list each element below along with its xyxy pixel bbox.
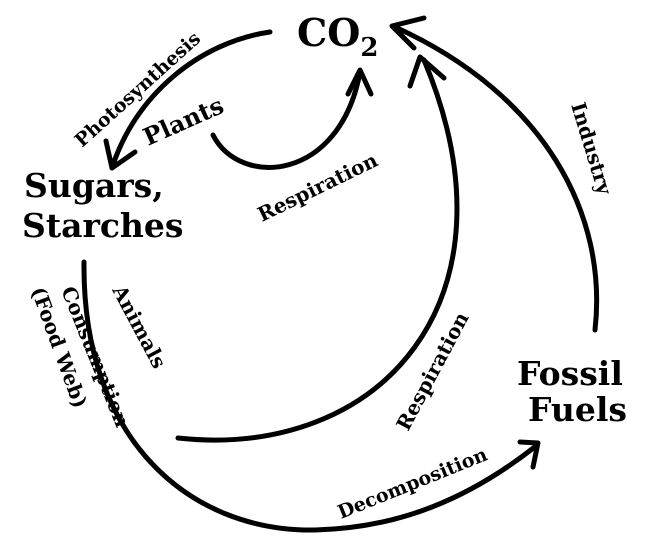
label-industry: Industry xyxy=(566,99,617,198)
arrow-plant-respiration-head xyxy=(345,67,374,97)
node-sugars-line2: Starches xyxy=(22,206,184,245)
node-co2-subscript: 2 xyxy=(360,33,378,63)
arrow-decomposition xyxy=(81,259,539,533)
node-sugars-line1: Sugars, xyxy=(24,166,164,205)
node-fossil-line1: Fossil xyxy=(517,354,623,393)
arrow-plant-respiration xyxy=(210,69,363,170)
arrow-animal-respiration xyxy=(175,57,460,443)
label-respiration-animals: Respiration xyxy=(391,308,474,435)
node-co2: CO2 xyxy=(297,10,378,63)
label-respiration-plants: Respiration xyxy=(254,148,382,227)
arrow-decomposition-head xyxy=(517,439,541,470)
node-fossil-line2: Fuels xyxy=(528,390,627,429)
arrow-industry xyxy=(392,24,600,333)
arrow-industry-head xyxy=(389,15,427,51)
node-co2-main: CO xyxy=(297,10,360,55)
arrow-photosynthesis-head xyxy=(103,138,138,171)
arrow-animal-respiration-head xyxy=(407,54,447,89)
label-animals: Animals xyxy=(107,280,171,372)
arrow-photosynthesis xyxy=(109,29,273,171)
